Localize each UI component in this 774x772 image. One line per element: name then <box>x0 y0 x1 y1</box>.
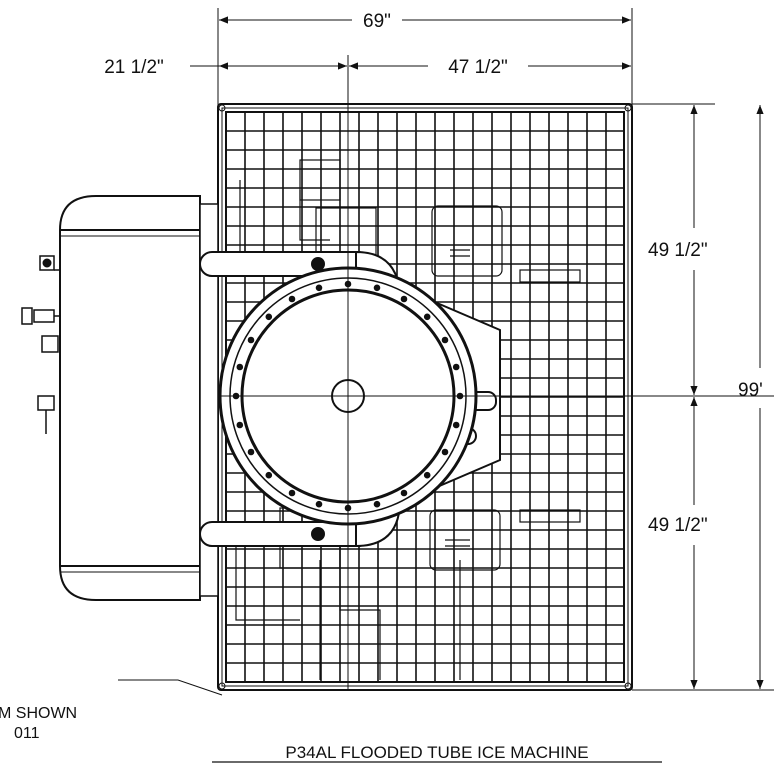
note-line-2: 011 <box>14 725 40 742</box>
dim-lower-half: 49 1/2" <box>648 515 708 536</box>
dim-overall-width: 69" <box>363 11 391 32</box>
receiver-tank <box>21 195 219 601</box>
dim-left-offset: 21 1/2" <box>104 57 164 78</box>
dimension-lines <box>118 8 774 696</box>
drawing-title: P34AL FLOODED TUBE ICE MACHINE <box>285 743 588 762</box>
centerlines <box>218 100 632 690</box>
note-line-1: M SHOWN <box>0 705 77 722</box>
dim-upper-half: 49 1/2" <box>648 240 708 261</box>
dim-right-offset: 47 1/2" <box>448 57 508 78</box>
dim-overall-height: 99' <box>738 380 763 401</box>
